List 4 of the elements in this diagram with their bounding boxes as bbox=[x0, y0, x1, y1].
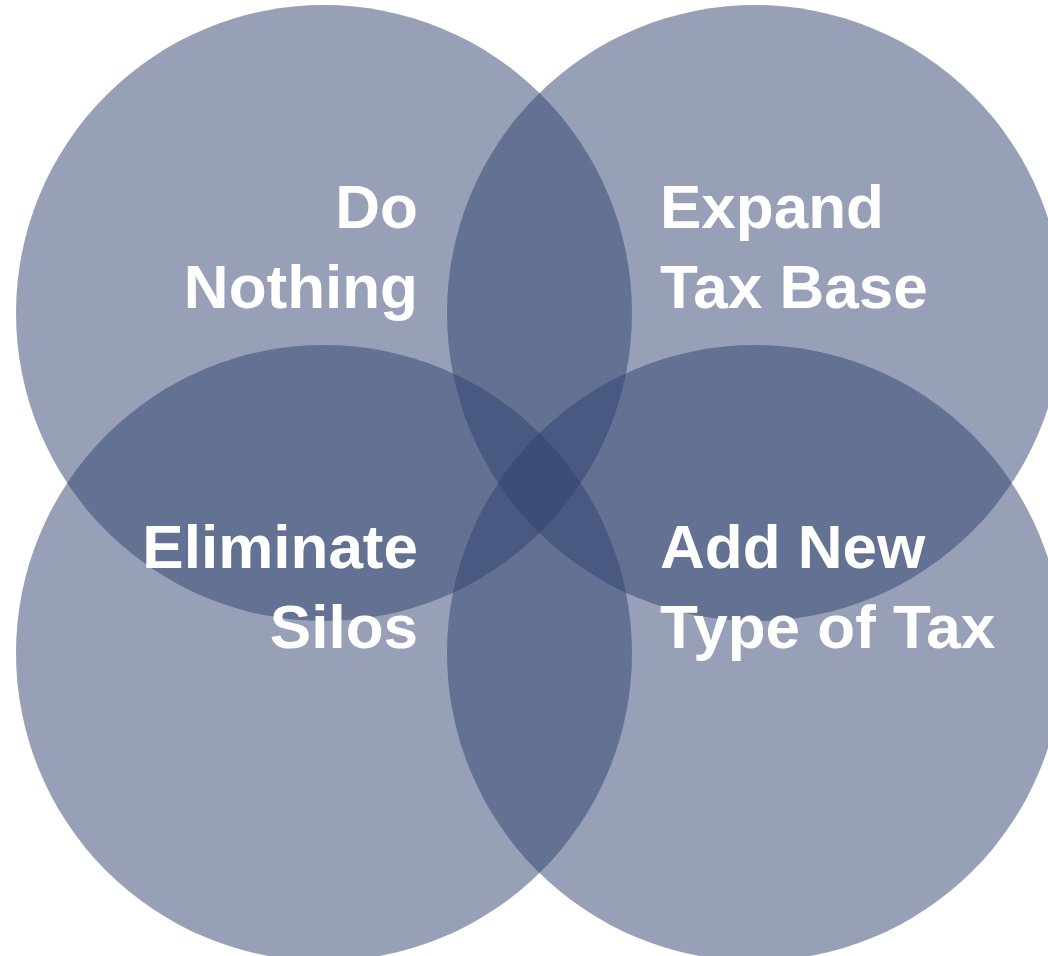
circle-label: Eliminate Silos bbox=[141, 511, 418, 663]
circle-label: Expand Tax Base bbox=[660, 171, 929, 323]
circle-label: Add New Type of Tax bbox=[660, 511, 997, 663]
circle-label: Do Nothing bbox=[182, 171, 418, 323]
